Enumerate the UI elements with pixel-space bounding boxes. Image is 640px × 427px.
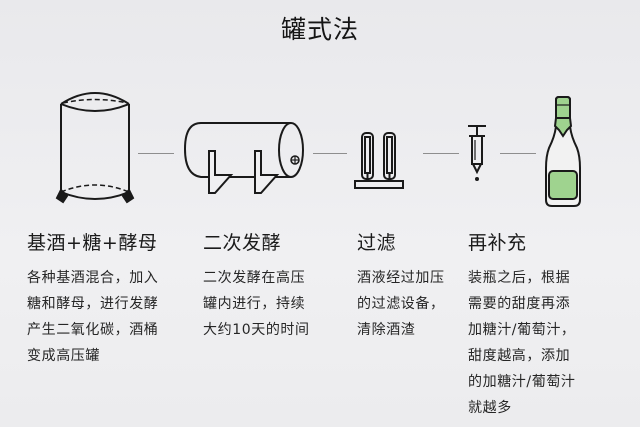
step-base-wine: 基酒+糖+酵母 各种基酒混合，加入 糖和酵母，进行发酵 产生二氧化碳，酒桶 变成… [27,228,158,369]
step-description: 二次发酵在高压 罐内进行，持续 大约10天的时间 [203,265,310,343]
desc-line: 产生二氧化碳，酒桶 [27,322,159,338]
desc-line: 装瓶之后，根据 [468,270,571,286]
desc-line: 罐内进行，持续 [203,296,306,312]
step-heading: 基酒+糖+酵母 [27,232,158,254]
bottle-icon [545,96,581,207]
step-description: 装瓶之后，根据 需要的甜度再添 加糖汁/葡萄汁， 甜度越高，添加 的加糖汁/葡萄… [468,265,576,421]
desc-line: 各种基酒混合，加入 [27,270,159,286]
desc-line: 的过滤设备， [357,296,445,312]
desc-line: 就越多 [468,400,512,416]
desc-line: 的加糖汁/葡萄汁 [468,374,576,390]
connector-line [313,153,347,154]
desc-line: 大约10天的时间 [203,322,310,338]
desc-line: 二次发酵在高压 [203,270,306,286]
filter-icon [354,132,404,189]
step-heading: 过滤 [357,232,397,254]
fermentation-tank-icon [55,92,135,204]
syringe-icon [468,125,486,181]
desc-line: 需要的甜度再添 [468,296,571,312]
step-heading: 再补充 [468,232,527,254]
step-description: 酒液经过加压 的过滤设备， 清除酒渣 [357,265,445,343]
connector-line [500,153,536,154]
desc-line: 酒液经过加压 [357,270,445,286]
connector-line [423,153,459,154]
pressure-tank-icon [183,122,304,194]
step-description: 各种基酒混合，加入 糖和酵母，进行发酵 产生二氧化碳，酒桶 变成高压罐 [27,265,158,369]
step-second-fermentation: 二次发酵 二次发酵在高压 罐内进行，持续 大约10天的时间 [203,228,310,343]
step-filtration: 过滤 酒液经过加压 的过滤设备， 清除酒渣 [357,228,445,343]
connector-line [138,153,174,154]
page-title: 罐式法 [280,15,359,44]
desc-line: 变成高压罐 [27,348,100,364]
desc-line: 加糖汁/葡萄汁， [468,322,576,338]
desc-line: 甜度越高，添加 [468,348,571,364]
desc-line: 清除酒渣 [357,322,416,338]
desc-line: 糖和酵母，进行发酵 [27,296,159,312]
step-dosage: 再补充 装瓶之后，根据 需要的甜度再添 加糖汁/葡萄汁， 甜度越高，添加 的加糖… [468,228,576,421]
step-heading: 二次发酵 [203,232,282,254]
